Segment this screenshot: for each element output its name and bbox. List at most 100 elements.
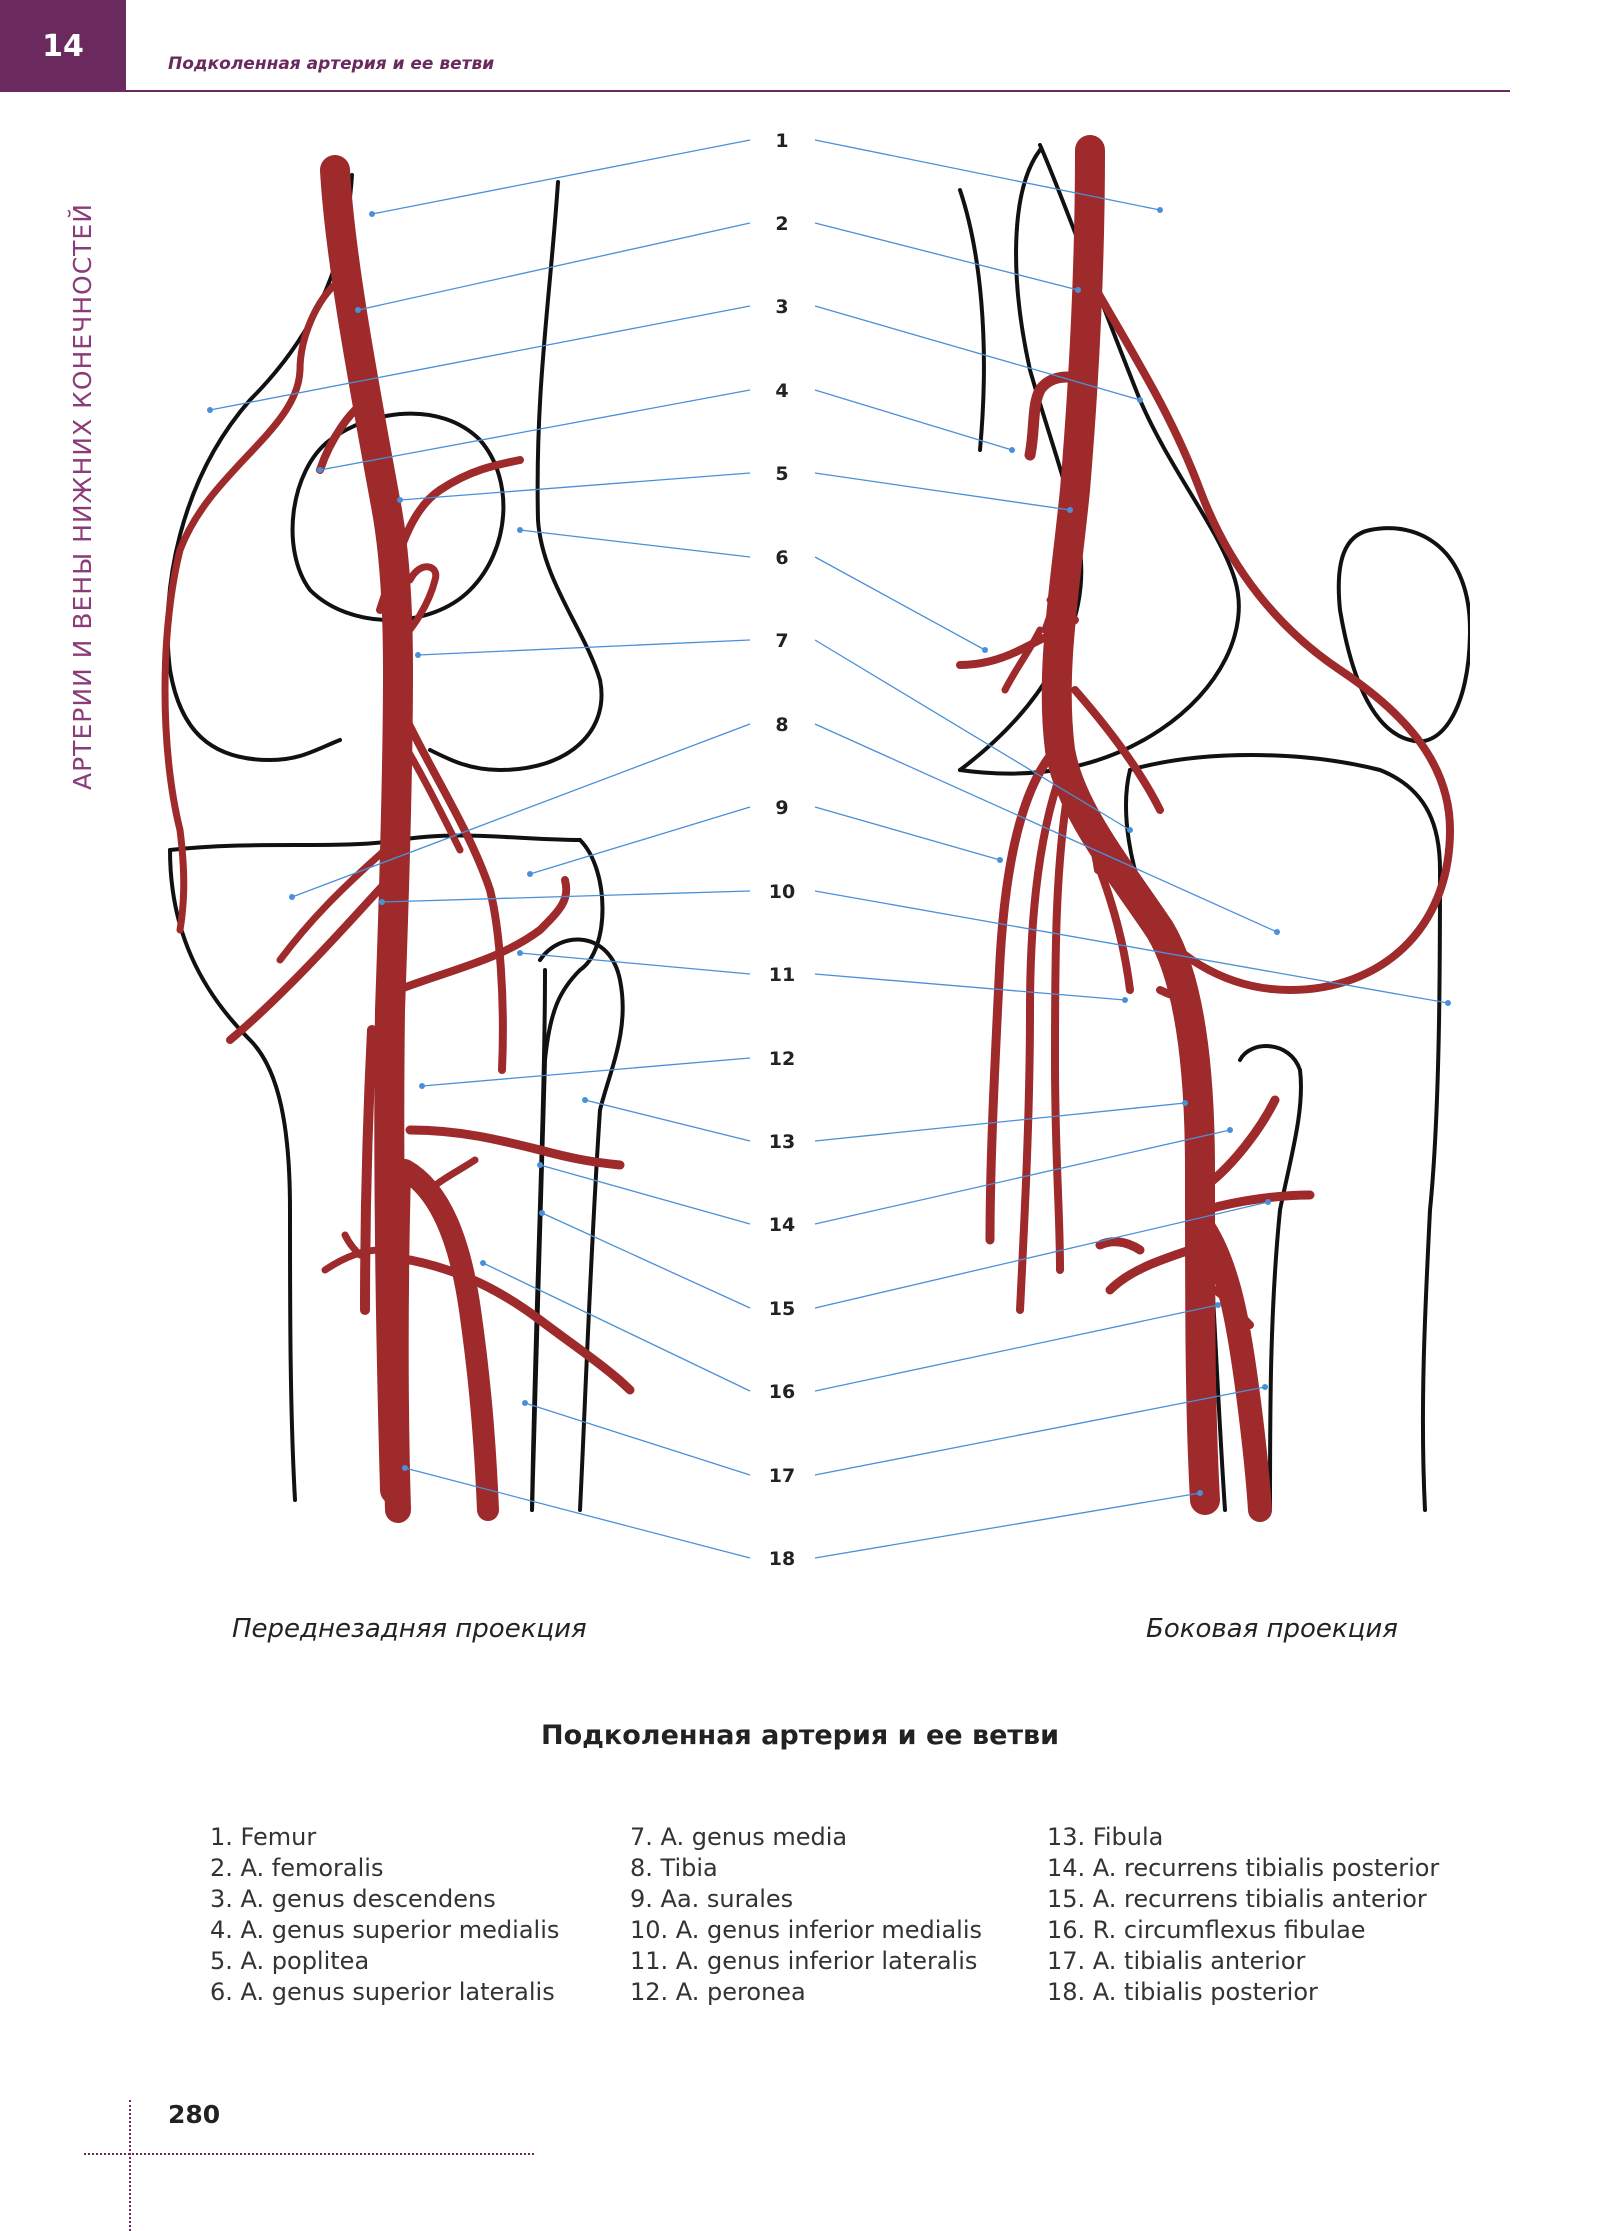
legend-item: 13. Fibula <box>1047 1823 1164 1851</box>
leader-16-left <box>482 1262 751 1392</box>
ap-arteries <box>161 155 635 1523</box>
leader-18-left <box>404 1467 751 1559</box>
leader-15-right <box>814 1201 1269 1309</box>
leader-14-left <box>539 1164 751 1225</box>
anatomy-figure: 1 2 3 4 5 6 7 8 9 10 11 12 13 14 15 16 1… <box>161 130 1470 1570</box>
leader-4-right <box>814 389 1013 451</box>
legend-item: 9. Aa. surales <box>630 1885 794 1913</box>
lat-a-genus-inferior-medialis <box>1076 806 1102 874</box>
leader-5-left <box>399 472 751 501</box>
legend-item: 11. A. genus inferior lateralis <box>630 1947 978 1975</box>
legend-item: 2. A. femoralis <box>210 1854 384 1882</box>
leader-4-left <box>319 389 751 471</box>
lat-recurrent-anterior <box>1200 1190 1315 1215</box>
label-number-16: 16 <box>769 1381 795 1403</box>
leader-12-left <box>421 1057 751 1087</box>
footer-dotted-rule-vertical <box>129 2100 131 2231</box>
label-number-2: 2 <box>775 213 788 235</box>
label-number-12: 12 <box>769 1048 795 1070</box>
ap-bones <box>165 173 625 1512</box>
footer-dotted-rule <box>84 2153 534 2155</box>
label-number-8: 8 <box>775 714 788 736</box>
legend-item: 8. Tibia <box>630 1854 718 1882</box>
leader-9-left <box>529 806 751 875</box>
legend-column-1: 1. Femur 2. A. femoralis 3. A. genus des… <box>210 1822 559 2008</box>
legend-column-2: 7. A. genus media 8. Tibia 9. Aa. surale… <box>630 1822 982 2008</box>
lat-a-genus-inferior-lateralis <box>1096 866 1134 994</box>
lat-sural-3 <box>1051 776 1074 1274</box>
ap-femur-outline-right <box>428 180 604 772</box>
label-number-5: 5 <box>775 463 788 485</box>
header-rule <box>126 90 1510 92</box>
ap-a-peronea <box>360 1025 377 1315</box>
leader-2-left <box>357 222 751 311</box>
leader-11-right <box>814 973 1126 1001</box>
leader-11-left <box>519 952 751 975</box>
page-number: 280 <box>168 2100 221 2129</box>
leader-6-right <box>814 556 986 651</box>
legend-item: 17. A. tibialis anterior <box>1047 1947 1306 1975</box>
legend-item: 16. R. circumflexus fibulae <box>1047 1916 1366 1944</box>
lat-a-tibialis-anterior <box>1193 1218 1272 1522</box>
ap-a-tibialis-anterior <box>394 1159 499 1521</box>
legend-item: 6. A. genus superior lateralis <box>210 1978 555 2006</box>
legend-item: 10. A. genus inferior medialis <box>630 1916 983 1944</box>
ap-r-circumflexus-fibulae <box>405 1255 635 1395</box>
chapter-number: 14 <box>42 28 84 64</box>
label-number-15: 15 <box>769 1298 795 1320</box>
lat-tibia-top <box>1128 753 1442 872</box>
ap-small-branch <box>321 1231 384 1274</box>
leader-15-left <box>541 1212 751 1309</box>
lat-recurrent-posterior <box>1195 1095 1280 1195</box>
label-number-18: 18 <box>769 1548 795 1570</box>
lat-a-genus-descendens <box>1081 266 1454 994</box>
lat-a-genus-superior-medialis <box>1024 371 1091 461</box>
caption-ap-projection: Переднезадняя проекция <box>232 1614 587 1644</box>
legend-item: 14. A. recurrens tibialis posterior <box>1047 1854 1440 1882</box>
label-number-4: 4 <box>775 380 788 402</box>
chapter-number-tab: 14 <box>0 0 126 92</box>
leader-17-right <box>814 1386 1266 1476</box>
legend-item: 4. A. genus superior medialis <box>210 1916 560 1944</box>
label-number-11: 11 <box>769 964 795 986</box>
legend-item: 15. A. recurrens tibialis anterior <box>1047 1885 1427 1913</box>
figure-title: Подколенная артерия и ее ветви <box>540 1720 1060 1751</box>
lat-sup-lat-2 <box>1001 596 1056 694</box>
lateral-arteries <box>956 135 1454 1522</box>
lat-branch-ant <box>1211 1286 1254 1329</box>
lat-a-genus-media <box>1071 686 1164 814</box>
lat-femur-shaft <box>958 188 986 452</box>
ap-a-genus-descendens <box>161 276 344 934</box>
ap-tibia-plateau <box>168 833 582 852</box>
leader-10-left <box>381 890 751 903</box>
leader-10-right <box>814 890 1449 1004</box>
leader-3-right <box>814 305 1141 401</box>
label-number-10: 10 <box>769 881 795 903</box>
label-number-1: 1 <box>775 130 788 152</box>
ap-recurrent-tibial-posterior <box>405 1125 625 1170</box>
ap-aa-surales <box>398 706 507 1074</box>
leader-7-left <box>417 639 751 656</box>
leader-16-right <box>814 1304 1219 1392</box>
label-number-3: 3 <box>775 296 788 318</box>
leader-13-right <box>814 1102 1186 1142</box>
leader-2-right <box>814 222 1079 291</box>
label-number-14: 14 <box>769 1214 795 1236</box>
legend-item: 5. A. poplitea <box>210 1947 370 1975</box>
lat-a-genus-superior-lateralis <box>956 616 1079 669</box>
ap-a-genus-inferior-medialis <box>226 876 392 1044</box>
side-section-title: АРТЕРИИ И ВЕНЫ НИЖНИХ КОНЕЧНОСТЕЙ <box>68 203 97 790</box>
leader-7-right <box>814 639 1131 831</box>
leader-14-right <box>814 1129 1231 1225</box>
running-title: Подколенная артерия и ее ветви <box>168 54 495 74</box>
ap-fibula-outline <box>538 937 625 1512</box>
ap-a-genus-superior-lateralis <box>376 456 524 614</box>
label-number-13: 13 <box>769 1131 795 1153</box>
ap-patella-outline <box>290 411 506 622</box>
leader-8-right <box>814 723 1278 933</box>
ap-medial-branch-2 <box>276 846 389 964</box>
leader-18-right <box>814 1492 1201 1559</box>
label-numbers: 1 2 3 4 5 6 7 8 9 10 11 12 13 14 15 16 1… <box>769 130 795 1570</box>
label-number-9: 9 <box>775 797 788 819</box>
ap-a-tibialis-posterior <box>382 1157 411 1523</box>
